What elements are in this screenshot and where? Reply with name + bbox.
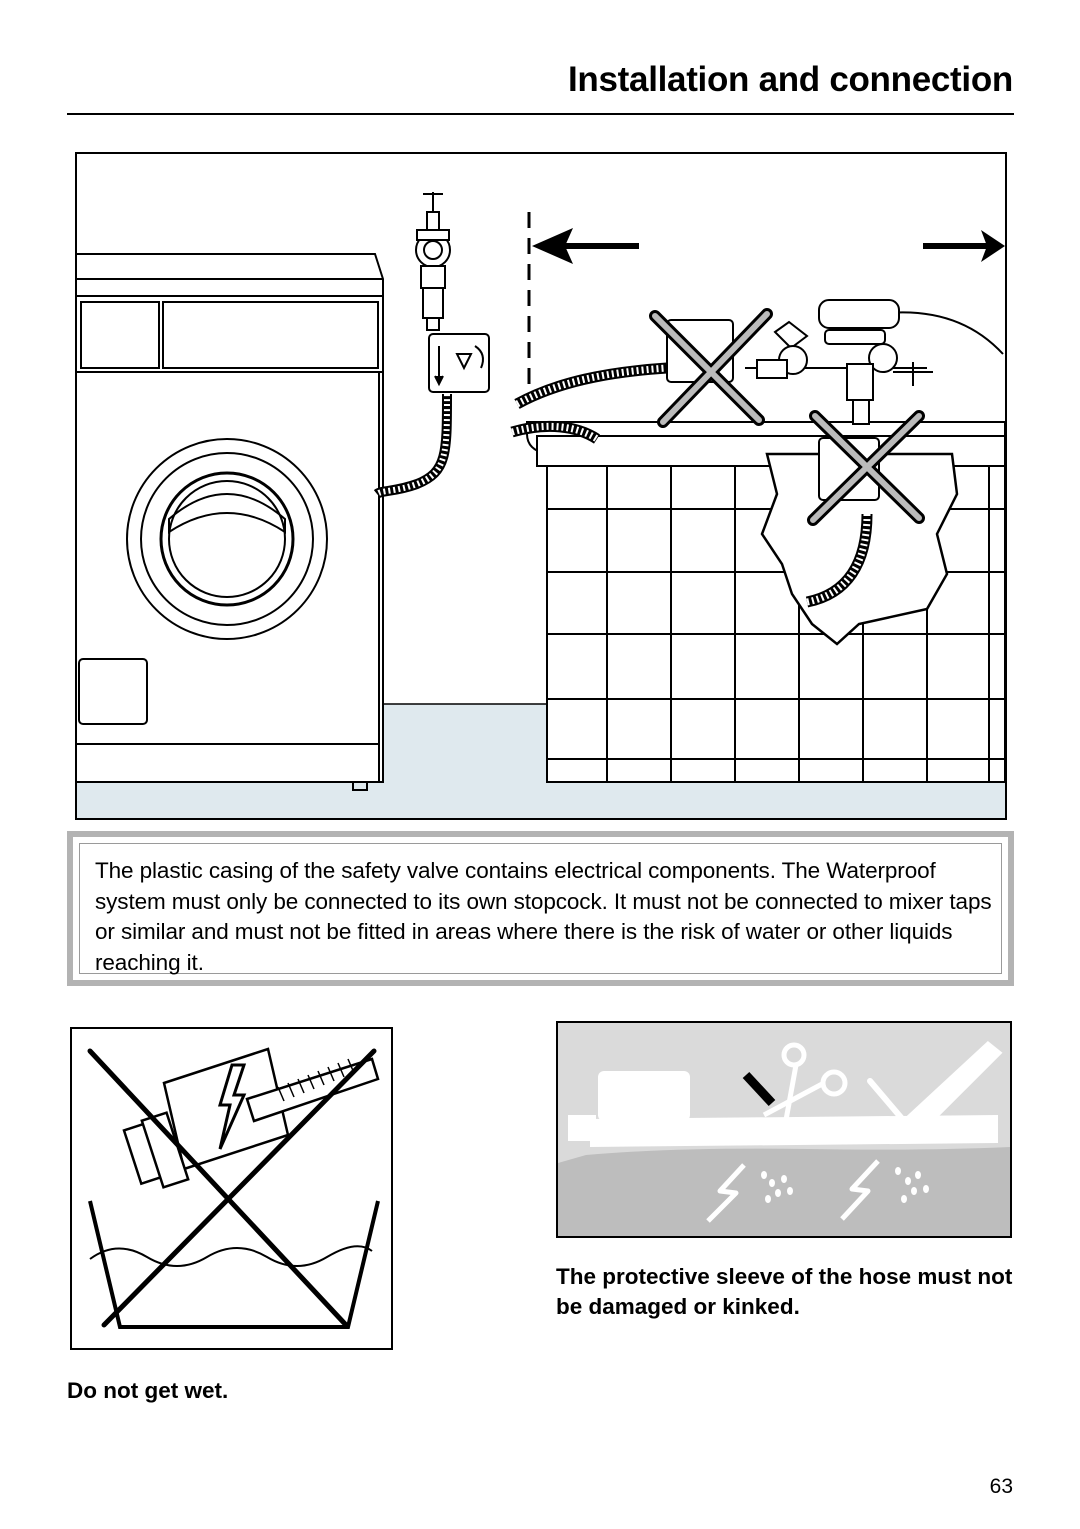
lightning-icon: [706, 1159, 880, 1223]
warning-inner-frame: [79, 843, 1002, 974]
safety-valve-icon: [122, 1047, 380, 1189]
water-bowl-icon: [88, 1200, 380, 1329]
arrow-right-icon: [923, 230, 1005, 262]
arrow-left-icon: [532, 228, 639, 264]
do-not-get-wet-illustration: [70, 1027, 393, 1350]
warning-text: The plastic casing of the safety valve c…: [95, 858, 992, 975]
lightning-icon: [217, 1063, 247, 1150]
washing-machine-icon: [77, 253, 384, 791]
scissors-icon: [762, 1042, 848, 1132]
stopcock-icon: [415, 192, 451, 331]
wet-caption: Do not get wet.: [67, 1378, 229, 1403]
hose-icon: [568, 1071, 998, 1147]
sleeve-caption: The protective sleeve of the hose must n…: [556, 1264, 1013, 1319]
knife-icon: [867, 1041, 1003, 1133]
mixer-tap-icon: [745, 299, 1004, 425]
protective-sleeve-illustration: [556, 1021, 1012, 1238]
safety-valve-icon: [428, 333, 490, 393]
page-title: Installation and connection: [568, 60, 1013, 99]
valve-hose: [373, 393, 452, 499]
installation-illustration: [75, 152, 1007, 820]
water-drops-icon: [761, 1167, 929, 1203]
cross-icon: [87, 1048, 377, 1328]
title-divider: [67, 113, 1014, 115]
warning-box: The plastic casing of the safety valve c…: [67, 831, 1014, 986]
page-number: 63: [989, 1475, 1013, 1498]
